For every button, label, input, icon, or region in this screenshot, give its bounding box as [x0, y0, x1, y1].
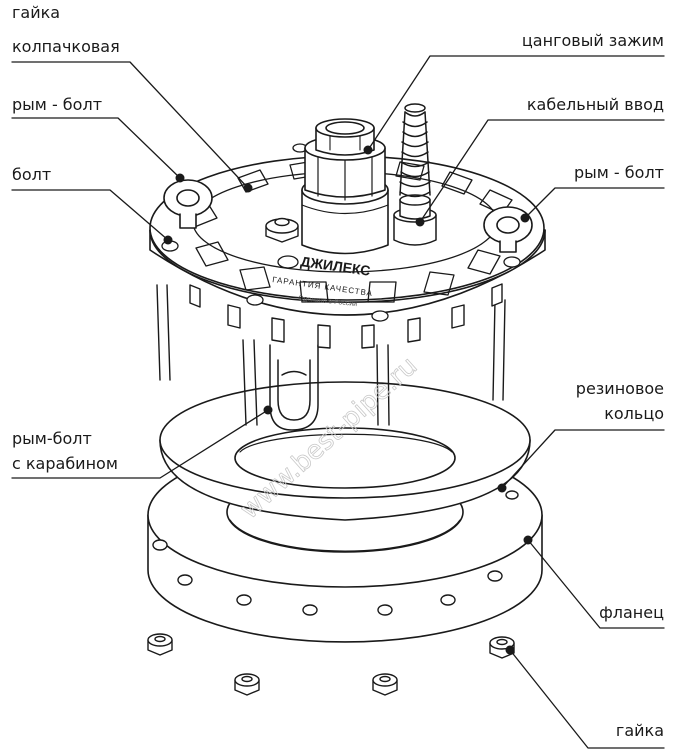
leader-lines	[11, 55, 665, 749]
eyebolt-right	[483, 206, 533, 253]
label-rubber-ring-line2: кольцо	[604, 404, 664, 423]
label-cap-nut-line1: гайка	[12, 3, 61, 22]
leader-collet-clamp	[367, 55, 665, 151]
label-nut: гайка	[615, 721, 664, 740]
leader-cable-gland	[419, 119, 665, 223]
leader-eyebolt-carabiner	[11, 409, 269, 479]
label-eyebolt-carabiner-line2: с карабином	[12, 454, 118, 473]
label-eyebolt-carabiner-line1: рым-болт	[12, 429, 92, 448]
label-cable-gland: кабельный ввод	[526, 95, 664, 114]
label-collet-clamp: цанговый зажим	[521, 31, 664, 50]
cable-gland-coils	[399, 111, 431, 198]
leader-nut	[509, 649, 665, 749]
leader-flange	[527, 539, 665, 629]
eyebolt-left	[163, 179, 213, 229]
carabiner-eyebolt	[269, 344, 319, 431]
cover-ribs	[181, 160, 513, 303]
brand-logo-mark	[277, 255, 299, 269]
label-bolt: болт	[12, 165, 52, 184]
leader-dots	[163, 145, 533, 655]
label-eyebolt-right: рым - болт	[573, 163, 664, 182]
center-bolt	[265, 217, 299, 243]
label-rubber-ring-line1: резиновое	[575, 379, 664, 398]
label-cap-nut-line2: колпачковая	[12, 37, 120, 56]
leader-eyebolt-right	[524, 187, 665, 219]
cover-lugs	[189, 283, 503, 349]
label-eyebolt-left: рым - болт	[12, 95, 103, 114]
leader-cap-nut	[11, 61, 249, 189]
leader-eyebolt-left	[11, 117, 181, 179]
loose-nuts	[147, 633, 515, 696]
leader-bolt	[11, 189, 169, 241]
collet-clamp	[301, 118, 389, 255]
long-bolts	[156, 284, 506, 426]
leader-rubber-ring	[501, 429, 665, 489]
flange-bolt-holes	[152, 490, 519, 616]
label-flange: фланец	[599, 603, 664, 622]
cable-gland	[393, 103, 437, 246]
